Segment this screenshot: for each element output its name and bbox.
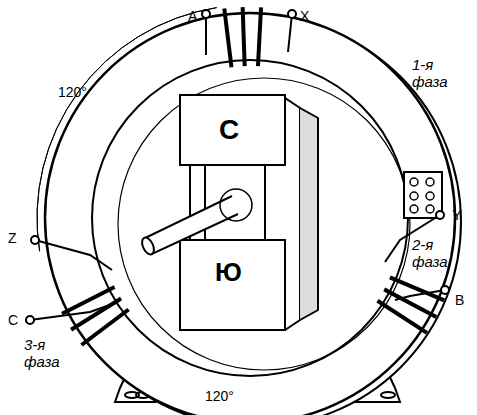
phase-coil xyxy=(258,7,261,66)
terminal-box xyxy=(404,172,442,218)
terminal-name: Y xyxy=(452,206,462,223)
phase-coil xyxy=(224,9,231,68)
terminal xyxy=(441,286,449,294)
phase-label: 2-я фаза xyxy=(412,236,458,271)
foot-hole xyxy=(381,392,395,398)
lead-wire xyxy=(35,240,112,270)
rotor-core xyxy=(205,165,265,240)
bore-depth xyxy=(118,78,410,370)
lead-wire xyxy=(30,302,118,320)
shaft-end xyxy=(140,236,157,257)
terminal xyxy=(288,10,296,18)
north-pole xyxy=(180,95,285,165)
rotor-side xyxy=(300,108,318,320)
terminal-screw xyxy=(410,178,418,186)
phase-label: 3-я фаза xyxy=(24,336,70,371)
shaft-hub xyxy=(220,189,252,221)
stator-ring xyxy=(45,13,455,415)
terminal-screw xyxy=(426,205,434,213)
terminal-name: A xyxy=(188,8,197,24)
phase-coil xyxy=(62,287,115,314)
terminal xyxy=(436,211,444,219)
stator-bore xyxy=(92,60,408,376)
terminal-screw xyxy=(410,205,418,213)
terminal-name: X xyxy=(300,8,309,24)
angle-label: 120° xyxy=(58,84,87,100)
terminal xyxy=(31,236,39,244)
terminal-screw xyxy=(426,178,434,186)
pole-letter: С xyxy=(219,114,239,146)
rotor-shaft xyxy=(145,196,238,254)
terminal xyxy=(202,10,210,18)
pole-letter: Ю xyxy=(215,258,242,288)
lead-wire xyxy=(288,14,292,52)
south-pole xyxy=(180,240,285,330)
terminal-name: Z xyxy=(8,230,17,246)
angle-label: 120° xyxy=(205,388,234,404)
terminal-name: B xyxy=(455,292,464,308)
terminal-screw xyxy=(426,192,434,200)
terminal-name: C xyxy=(8,312,18,328)
phase-coil xyxy=(81,309,128,345)
lead-wire xyxy=(205,14,207,55)
terminal-screw xyxy=(410,192,418,200)
lead-wire xyxy=(395,290,445,300)
phase-coil xyxy=(243,7,245,66)
phase-coil xyxy=(377,301,426,333)
terminal xyxy=(26,316,34,324)
phase-label: 1-я фаза xyxy=(412,56,458,91)
